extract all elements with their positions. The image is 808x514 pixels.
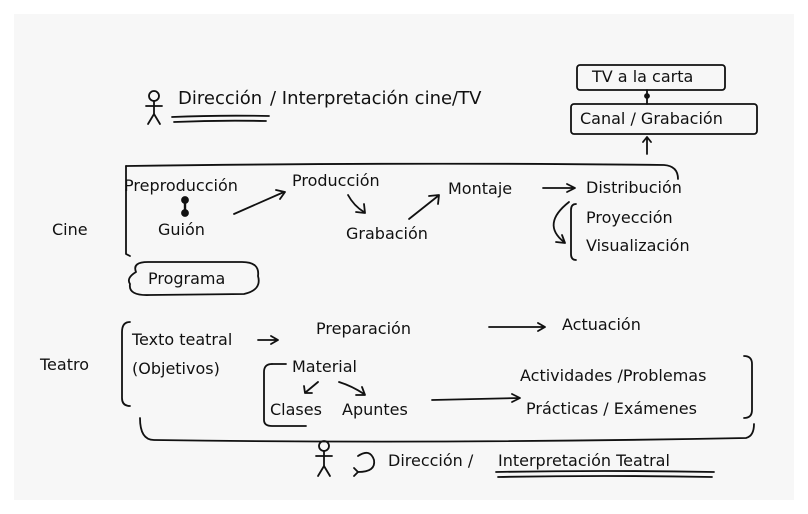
clases: Clases bbox=[270, 400, 322, 419]
cine-label: Cine bbox=[52, 220, 88, 239]
person-icon bbox=[315, 440, 333, 477]
header-direccion: Dirección bbox=[178, 88, 263, 109]
cycle-arrow-icon bbox=[353, 451, 376, 477]
actuacion: Actuación bbox=[562, 315, 641, 334]
montaje: Montaje bbox=[448, 179, 513, 198]
visualizacion: Visualización bbox=[586, 236, 690, 255]
distribucion: Distribución bbox=[586, 178, 682, 197]
objetivos: (Objetivos) bbox=[132, 359, 220, 378]
apuntes: Apuntes bbox=[342, 400, 408, 419]
person-icon bbox=[145, 90, 163, 125]
preproduccion: Preproducción bbox=[124, 176, 238, 195]
footer-direccion: Dirección / bbox=[388, 451, 474, 470]
tv-a-la-carta-box bbox=[576, 64, 726, 91]
texto-teatral: Texto teatral bbox=[132, 330, 233, 349]
practicas-examenes: Prácticas / Exámenes bbox=[526, 399, 697, 418]
header-interpretacion: / Interpretación cine/TV bbox=[270, 88, 482, 109]
tv-a-la-carta: TV a la carta bbox=[592, 67, 694, 86]
diagram-lines bbox=[121, 64, 758, 478]
grabacion: Grabación bbox=[346, 224, 428, 243]
canal-grabacion-box bbox=[570, 103, 758, 135]
produccion: Producción bbox=[292, 171, 380, 190]
teatro-label: Teatro bbox=[40, 355, 89, 374]
guion: Guión bbox=[158, 220, 205, 239]
proyeccion: Proyección bbox=[586, 208, 673, 227]
preparacion: Preparación bbox=[316, 319, 411, 338]
teatro-bracket bbox=[121, 321, 131, 407]
footer-interpretacion: Interpretación Teatral bbox=[498, 451, 670, 470]
programa: Programa bbox=[148, 269, 226, 288]
material: Material bbox=[292, 357, 357, 376]
canal-grabacion: Canal / Grabación bbox=[580, 109, 723, 128]
actividades-problemas: Actividades /Problemas bbox=[520, 366, 707, 385]
diagram-canvas: Dirección / Interpretación cine/TV TV a … bbox=[14, 14, 794, 500]
programa-cloud bbox=[127, 261, 260, 296]
cine-bracket bbox=[125, 189, 131, 257]
